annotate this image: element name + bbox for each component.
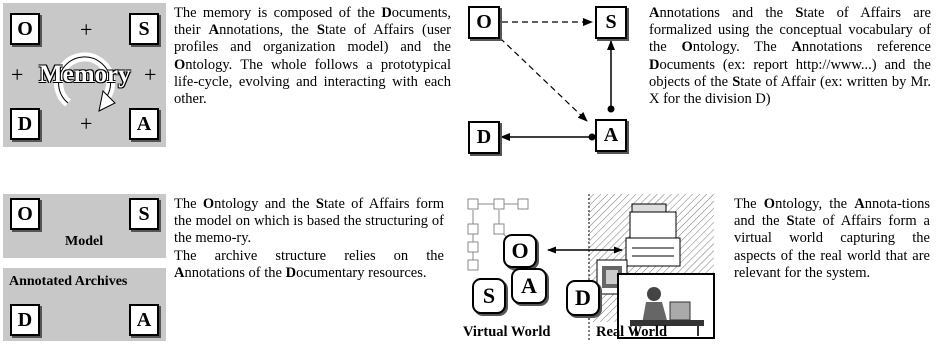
node-o: O (468, 6, 500, 39)
relation-diagram: O S D A (462, 3, 642, 154)
node-s: S (595, 6, 627, 39)
plus-sign-bottom: + (80, 111, 93, 136)
memory-panel: O S D A + + + + Memory (3, 3, 166, 147)
relation-arrows (499, 18, 615, 141)
bold-initial: A (174, 264, 185, 281)
node-s: S (472, 278, 506, 314)
text-segment: nnotations of the (184, 264, 286, 281)
node-a: A (129, 108, 159, 140)
node-d: D (10, 304, 40, 336)
bold-initial: A (791, 39, 802, 56)
node-a: A (511, 268, 547, 304)
bold-initial: D (649, 56, 660, 73)
node-d: D (10, 108, 40, 140)
text-segment: ntology. The whole follows a prototypica… (174, 56, 451, 108)
bold-initial: S (316, 22, 325, 39)
archives-panel: Annotated Archives D A (3, 268, 166, 341)
bold-initial: O (763, 196, 776, 212)
node-d: D (566, 280, 600, 316)
node-a: A (595, 119, 627, 152)
plus-sign-top: + (80, 17, 93, 42)
connector-dot-left (588, 133, 596, 141)
formalization-description: Annotations and the State of Affairs are… (649, 5, 931, 108)
text-segment: ocumentary resources. (296, 264, 427, 281)
plus-sign-right: + (144, 62, 157, 87)
virtual-world-description: The Ontology, the Annota-tions and the S… (734, 196, 930, 282)
text-segment: ntology and the (214, 196, 316, 212)
text-segment: The (734, 196, 764, 212)
text-segment: tate of Affair (ex: written by Mr. X for… (649, 73, 931, 108)
person-at-desk-icon (617, 273, 715, 339)
world-illustration: O S A D Virtual World Real World (456, 190, 718, 345)
cycle-arrow-icon (54, 52, 116, 112)
text-segment: tate of Affairs form the model on which … (174, 196, 444, 247)
node-s: S (129, 13, 159, 45)
bold-initial: S (732, 73, 741, 90)
printer-icon (625, 203, 681, 267)
text-segment: ntology. The (692, 39, 792, 56)
text-segment: tate of Affairs (user profiles and organ… (174, 22, 451, 56)
text-segment: ocuments (ex: report http://www...) and … (649, 56, 931, 90)
text-segment: tate of Affairs are formalized using the… (649, 5, 931, 56)
bold-initial: D (285, 264, 297, 281)
model-label: Model (65, 234, 104, 249)
bold-initial: D (381, 5, 392, 21)
model-panel: O S Model (3, 194, 166, 258)
node-o: O (10, 198, 40, 230)
text-segment: nnotations, the (219, 22, 317, 39)
text-segment: tate of Affairs form a virtual world cap… (734, 213, 930, 281)
node-s: S (129, 198, 159, 230)
bold-initial: A (208, 22, 220, 39)
bold-initial: O (202, 196, 215, 212)
text-segment: The (174, 196, 203, 212)
text-segment: The memory is composed of the (174, 5, 382, 21)
bold-initial: S (315, 196, 324, 212)
node-a: A (129, 304, 159, 336)
bold-initial: A (854, 196, 865, 212)
real-world-label: Real World (596, 324, 668, 340)
memory-label: Memory (39, 61, 131, 88)
text-segment: ocuments, their (174, 5, 451, 39)
bold-initial: S (786, 213, 795, 230)
arrow-o-to-a (499, 37, 588, 122)
world-drawing (467, 194, 715, 342)
text-segment: nnota-tions and the (734, 196, 930, 230)
model-description: The Ontology and the State of Affairs fo… (174, 196, 444, 282)
text-segment: The archive structure relies on the (174, 247, 444, 264)
bold-initial: S (795, 5, 804, 21)
text-segment: nnotations and the (659, 5, 796, 21)
node-o: O (503, 234, 537, 268)
bold-initial: O (681, 39, 693, 56)
text-segment: nnotations reference (801, 39, 931, 56)
archives-label: Annotated Archives (9, 274, 128, 289)
node-d: D (468, 121, 500, 154)
memory-description: The memory is composed of the Documents,… (174, 5, 451, 108)
bold-initial: A (649, 5, 660, 21)
virtual-world-label: Virtual World (463, 324, 551, 340)
text-segment: ntology, the (775, 196, 855, 212)
node-o: O (10, 13, 40, 45)
connector-dot-up (607, 105, 615, 113)
plus-sign-left: + (11, 62, 24, 87)
bold-initial: O (174, 56, 186, 73)
